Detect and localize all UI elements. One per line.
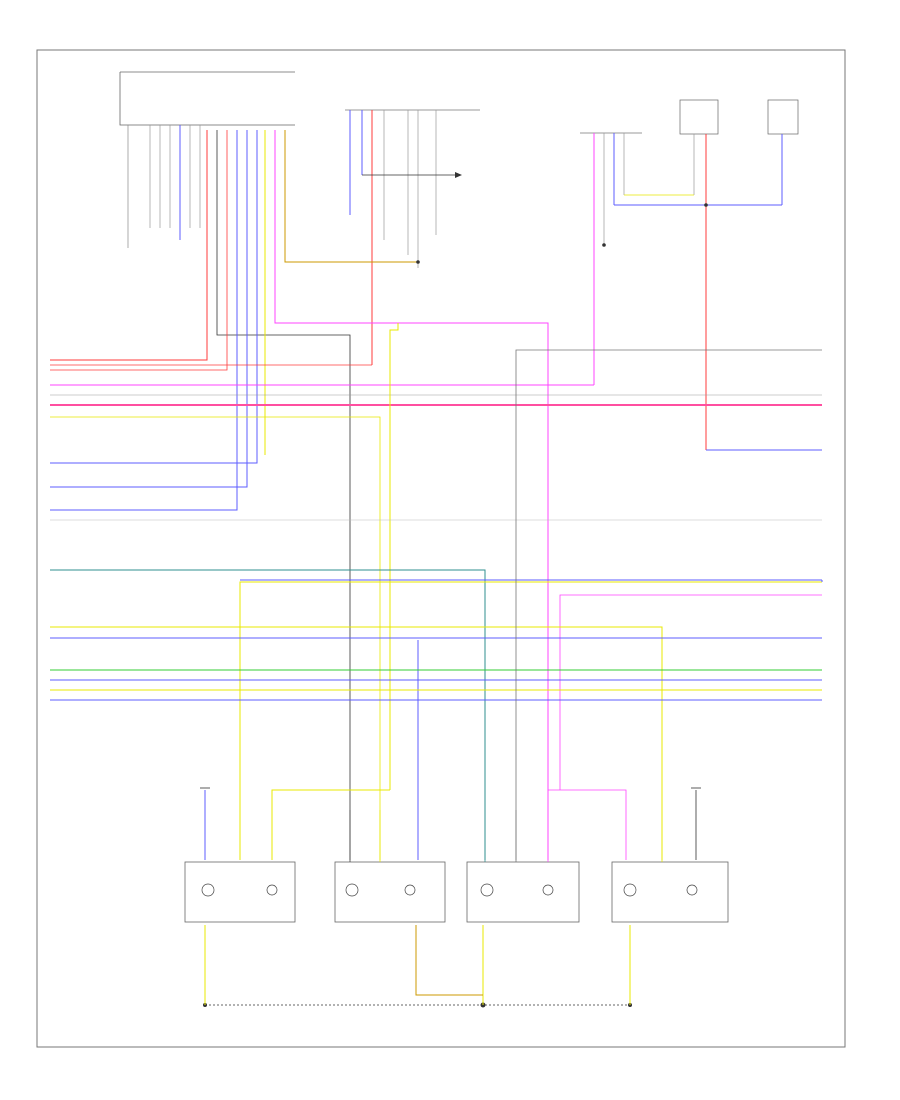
top-right-components (580, 99, 822, 451)
diagram-frame (36, 49, 846, 1048)
module-stubs (349, 810, 663, 862)
lamp-icon (201, 883, 215, 897)
splice-icon (416, 203, 708, 264)
top-center-connector (345, 109, 480, 365)
horizontal-bus (50, 323, 823, 860)
lamp-icon (623, 883, 637, 897)
top-left-module (119, 71, 295, 248)
lamp-icon (345, 883, 359, 897)
ground-icon (200, 787, 701, 860)
vertical-wires (50, 130, 594, 860)
lamp-module-2 (334, 861, 446, 923)
lamp-module-4 (611, 861, 729, 923)
lamp-icon (480, 883, 494, 897)
lamp-module-3 (466, 861, 580, 923)
lamp-module-1 (184, 861, 296, 923)
ground-bus (203, 925, 632, 1008)
